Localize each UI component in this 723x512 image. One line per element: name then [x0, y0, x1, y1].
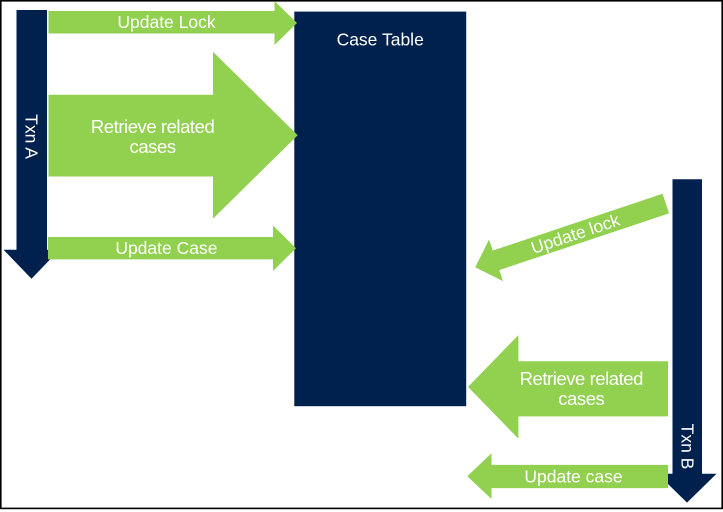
svg-text:Update Lock: Update Lock — [117, 12, 216, 32]
svg-text:Txn B: Txn B — [677, 424, 697, 470]
svg-text:Txn A: Txn A — [22, 114, 42, 159]
svg-text:cases: cases — [130, 136, 176, 157]
svg-text:Case Table: Case Table — [337, 30, 424, 50]
svg-text:cases: cases — [558, 388, 604, 409]
svg-text:Retrieve related: Retrieve related — [520, 368, 644, 389]
svg-text:Update Case: Update Case — [115, 238, 217, 258]
svg-text:Retrieve related: Retrieve related — [91, 116, 215, 137]
svg-text:Update case: Update case — [524, 467, 622, 487]
